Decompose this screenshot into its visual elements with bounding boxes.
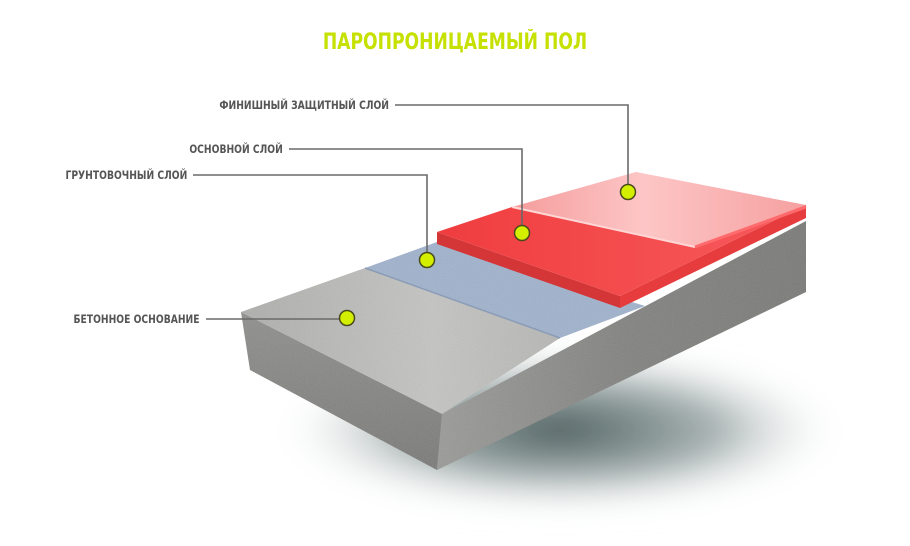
marker-concrete-icon (338, 309, 356, 327)
leader-lines (193, 104, 629, 320)
leader-line-primer (193, 174, 428, 259)
primer-layer (364, 242, 645, 339)
page-title: ПАРОПРОНИЦАЕМЫЙ ПОЛ (322, 30, 588, 55)
label-base-layer: ОСНОВНОЙ СЛОЙ (189, 142, 283, 156)
layer-markers (338, 183, 637, 327)
marker-base-icon (513, 224, 531, 242)
leader-line-base (289, 148, 523, 232)
label-primer-layer: ГРУНТОВОЧНЫЙ СЛОЙ (65, 168, 187, 182)
label-concrete-base: БЕТОННОЕ ОСНОВАНИЕ (73, 312, 200, 326)
concrete-block (241, 221, 806, 470)
finish-layer (511, 172, 807, 249)
leader-line-finish (395, 104, 629, 190)
marker-finish-icon (619, 183, 637, 201)
label-finish-layer: ФИНИШНЫЙ ЗАЩИТНЫЙ СЛОЙ (219, 98, 389, 112)
marker-primer-icon (418, 251, 436, 269)
